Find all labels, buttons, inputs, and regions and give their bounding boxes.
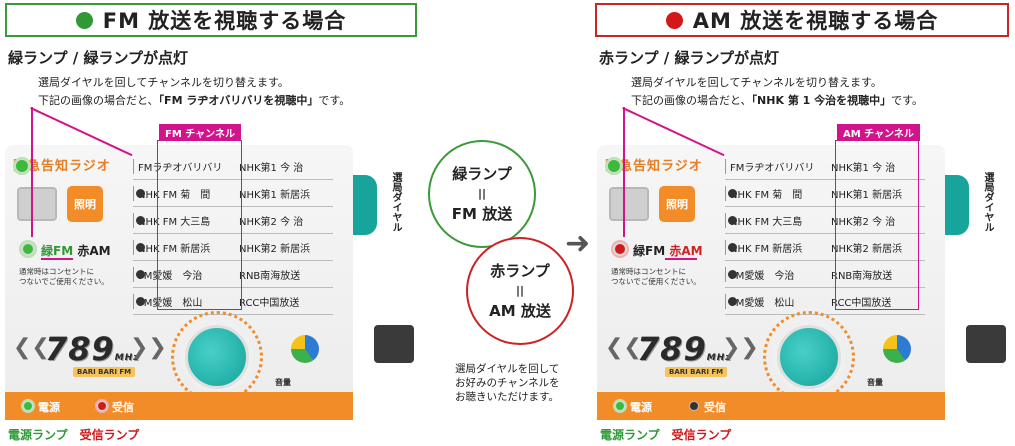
am-note-line1: 選局ダイヤルを回してチャンネルを切り替えます。 [631,76,882,89]
fm-title: FM 放送を視聴する場合 [102,9,347,33]
fm-dial-label: 選局ダイヤル [390,172,401,232]
wing-right-icon: ❯❯ [722,335,759,360]
am-title-box: AM 放送を視聴する場合 [595,3,1009,37]
receive-lamp [689,401,699,411]
fm-plug [374,325,414,363]
speaker-grille [17,187,57,221]
power-lamp [615,401,625,411]
am-title: AM 放送を視聴する場合 [692,9,939,33]
receive-label: 受信 [112,401,134,414]
volume-label: 音量 [275,378,291,387]
fm-am-label: 緑FM 赤AM [41,244,111,258]
power-label: 電源 [38,401,60,414]
radio-logo-sub: BARI BARI FM [73,367,136,377]
am-subhead: 赤ランプ / 緑ランプが点灯 [599,49,780,67]
fm-channel-box [157,140,242,310]
red-dot-icon [665,11,683,29]
arrow-right-icon: ➜ [565,226,591,261]
radio-bottom-bar [5,392,353,420]
receive-label: 受信 [704,401,726,414]
am-leader-line [623,107,625,237]
fm-note-line1: 選局ダイヤルを回してチャンネルを切り替えます。 [38,76,289,89]
wing-right-icon: ❯❯ [130,335,167,360]
fm-radio-panel: 緊急告知ラジオ 照明 緑FM 赤AM 通常時はコンセントに つないでご使用くださ… [5,145,353,420]
fm-leader-line [31,107,33,237]
fm-title-box: FM 放送を視聴する場合 [5,3,417,37]
maker-logo-icon [291,335,319,363]
fm-dial-side[interactable] [353,175,377,235]
am-lamp-red [613,242,627,256]
tuning-knob[interactable] [777,325,841,389]
volume-label: 音量 [867,378,883,387]
receive-lamp [97,401,107,411]
fm-note-line2: 下記の画像の場合だと、「FM ラヂオバリバリを視聴中」です。 [38,94,351,107]
fm-lamp-green [21,242,35,256]
am-dial-label: 選局ダイヤル [982,172,993,232]
speaker-grille [609,187,649,221]
power-label: 電源 [630,401,652,414]
am-plug [966,325,1006,363]
light-button[interactable]: 照明 [67,186,103,222]
fm-foot-labels: 電源ランプ受信ランプ [8,428,140,442]
radio-logo: 789MHz [45,330,140,368]
am-channel-tag: AM チャンネル [837,124,920,141]
power-lamp [23,401,33,411]
radio-brand: 緊急告知ラジオ [605,159,703,174]
tuning-knob[interactable] [185,325,249,389]
fm-am-label: 緑FM 赤AM [633,244,703,258]
green-lamp-fm-circle: 緑ランプ || FM 放送 [428,140,536,248]
radio-logo-sub: BARI BARI FM [665,367,728,377]
radio-bottom-bar [597,392,945,420]
radio-logo: 789MHz [637,330,732,368]
fm-channel-tag: FM チャンネル [159,124,241,141]
fm-note: 選局ダイヤルを回してチャンネルを切り替えます。 下記の画像の場合だと、「FM ラ… [38,74,350,110]
green-dot-icon [75,11,93,29]
outlet-note: 通常時はコンセントに つないでご使用ください。 [611,267,701,286]
wing-left-icon: ❮❮ [13,335,50,360]
wing-left-icon: ❮❮ [605,335,642,360]
radio-brand: 緊急告知ラジオ [13,159,111,174]
am-channel-box [835,140,919,310]
am-foot-labels: 電源ランプ受信ランプ [600,428,732,442]
maker-logo-icon [883,335,911,363]
fm-subhead: 緑ランプ / 緑ランプが点灯 [8,49,189,67]
red-lamp-am-circle: 赤ランプ || AM 放送 [466,237,574,345]
am-dial-side[interactable] [945,175,969,235]
center-note: 選局ダイヤルを回して お好みのチャンネルを お聴きいただけます。 [455,363,560,403]
outlet-note: 通常時はコンセントに つないでご使用ください。 [19,267,109,286]
am-radio-panel: 緊急告知ラジオ 照明 緑FM 赤AM 通常時はコンセントに つないでご使用くださ… [597,145,945,420]
light-button[interactable]: 照明 [659,186,695,222]
am-note-line2: 下記の画像の場合だと、「NHK 第 1 今治を視聴中」です。 [631,94,924,107]
am-note: 選局ダイヤルを回してチャンネルを切り替えます。 下記の画像の場合だと、「NHK … [631,74,923,110]
